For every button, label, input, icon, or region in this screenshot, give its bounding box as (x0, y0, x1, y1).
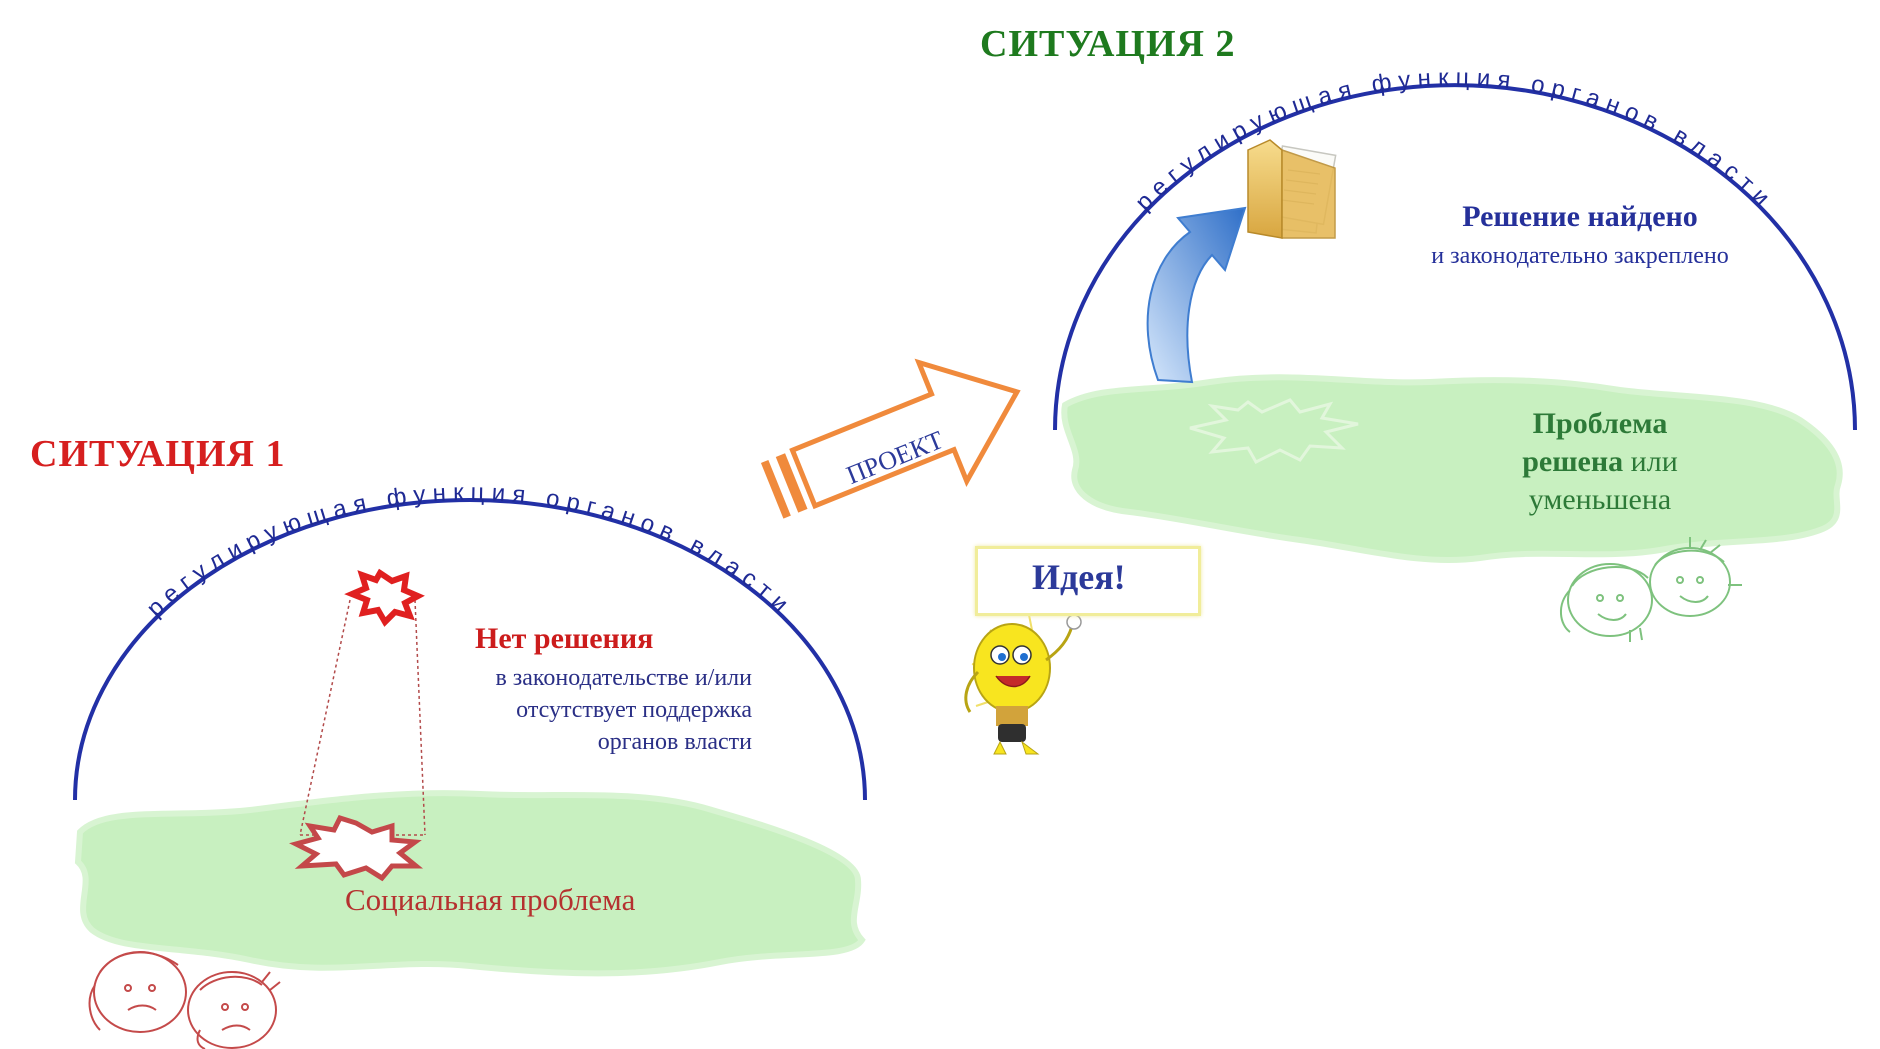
social-problem-label: Социальная проблема (345, 882, 636, 917)
situation-1-title: СИТУАЦИЯ 1 (30, 433, 286, 475)
project-arrow (760, 358, 1021, 519)
problem-solved-bold-2: решена (1522, 445, 1624, 478)
lightbulb-icon (964, 609, 1082, 755)
authority-arc-2 (1053, 83, 1857, 431)
problem-solved-bold-1: Проблема (1532, 407, 1668, 440)
solution-found-description: и законодательно закреплено (1431, 243, 1729, 269)
idea-box (975, 546, 1201, 616)
resolved-burst (1189, 398, 1359, 464)
problem-solved-rest: или уменьшена (1528, 445, 1678, 516)
problem-burst-small (344, 568, 425, 627)
problem-solved-label: Проблема решена или уменьшена (1470, 405, 1730, 519)
problem-burst-large (289, 814, 424, 882)
problem-cloud-1 (74, 790, 866, 977)
solution-found-title: Решение найдено (1462, 200, 1698, 233)
arc-label-2: регулирующая функция органов власти (1130, 64, 1780, 216)
folder-icon (1247, 139, 1337, 239)
upward-arrow-icon (1146, 206, 1247, 384)
situation-2-title: СИТУАЦИЯ 2 (980, 23, 1236, 65)
sad-children-icon (88, 951, 281, 1049)
authority-arc-1 (73, 498, 867, 801)
happy-children-icon (1560, 537, 1742, 642)
idea-label: Идея! (1032, 557, 1126, 597)
no-solution-description: в законодательстве и/или отсутствует под… (495, 665, 752, 755)
no-solution-title: Нет решения (475, 622, 654, 655)
arc-label-1: регулирующая функция органов власти (141, 479, 798, 622)
